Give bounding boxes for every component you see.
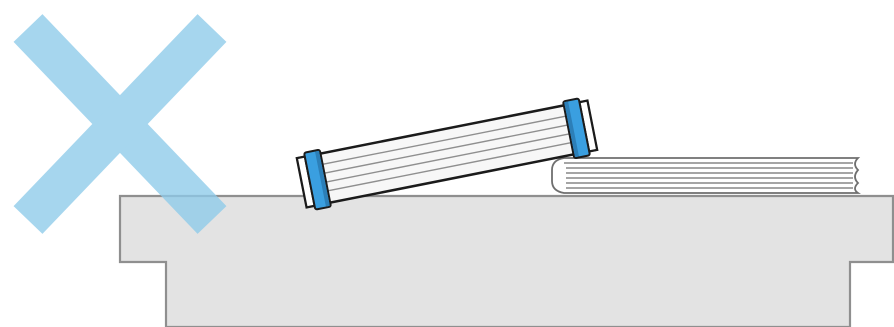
paper-roll-icon	[296, 97, 598, 211]
book-icon	[552, 158, 858, 193]
x-mark-icon	[28, 28, 212, 220]
table-icon	[120, 196, 893, 327]
